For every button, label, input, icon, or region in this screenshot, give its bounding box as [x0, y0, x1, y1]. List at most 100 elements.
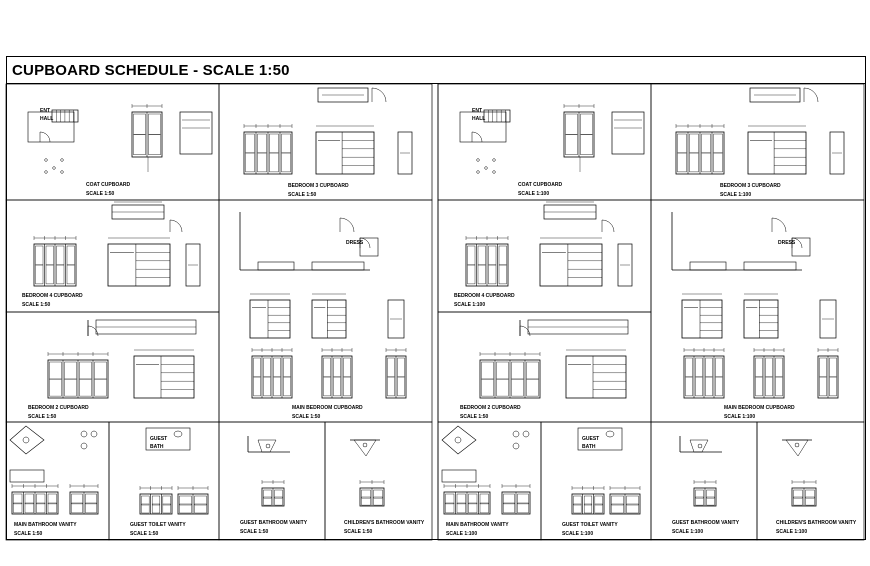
fixture-circle [22, 436, 30, 444]
main-bath-plan-counter [441, 469, 477, 483]
main-bath-vanity-title: MAIN BATHROOM VANITY [14, 522, 77, 528]
door-panel [79, 378, 92, 397]
guest-toilet-vanity-scale: SCALE 1:100 [562, 531, 594, 537]
main-bedroom-note-dress: DRESS [346, 240, 364, 246]
fixture-circle [794, 442, 800, 448]
door-panel [715, 376, 723, 397]
door-panel [755, 376, 763, 397]
door-swing-arc [471, 131, 483, 143]
door-panel [179, 495, 192, 506]
door-panel [755, 357, 763, 378]
bedroom4-cupboard-scale: SCALE 1:100 [454, 302, 486, 308]
guest-toilet-vanity-title: GUEST TOILET VANITY [130, 522, 186, 528]
bedroom4-section [539, 243, 603, 287]
door-panel [148, 134, 161, 155]
fixture-circle [697, 443, 703, 449]
title-band [6, 56, 866, 84]
door-panel [580, 113, 593, 135]
door-swing-arc [771, 217, 787, 233]
bedroom3-cupboard-scale: SCALE 1:50 [288, 192, 317, 198]
coat-cupboard-title: COAT CUPBOARD [518, 182, 563, 188]
door-swing-arc [39, 131, 51, 143]
bedroom3-plan [749, 87, 801, 103]
fixture-circle [362, 442, 368, 448]
bedroom3-cupboard-scale: SCALE 1:100 [720, 192, 752, 198]
childrens-bath-vanity-title: CHILDREN'S BATHROOM VANITY [776, 520, 857, 526]
door-panel [64, 378, 77, 397]
door-panel [49, 378, 62, 397]
door-panel [94, 361, 107, 380]
door-panel [151, 495, 161, 506]
coat-cupboard-scale: SCALE 1:100 [518, 191, 550, 197]
childrens-bath-vanity-scale: SCALE 1:50 [344, 529, 373, 535]
main-bedroom-cupboard-title: MAIN BEDROOM CUPBOARD [292, 405, 363, 411]
cupboard-side-view [387, 299, 405, 339]
bedroom2-cupboard-title: BEDROOM 2 CUPBOARD [460, 405, 521, 411]
guest-toilet-elevation-a [571, 493, 605, 515]
guest-toilet-note-guest: GUEST [582, 436, 600, 442]
door-panel [517, 502, 529, 514]
door-panel [689, 152, 699, 173]
door-swing-arc [169, 219, 183, 233]
door-panel [56, 245, 65, 266]
door-panel [85, 493, 97, 505]
bedroom3-plan [317, 87, 369, 103]
door-panel [361, 489, 371, 499]
door-panel [456, 493, 466, 505]
door-panel [281, 133, 291, 154]
coat-side-view [611, 111, 645, 155]
door-panel [626, 503, 639, 514]
door-swing-arc [371, 87, 387, 103]
door-panel [263, 376, 271, 397]
coat-side-view [179, 111, 213, 155]
door-panel [56, 264, 65, 285]
main-bed-section-a [681, 299, 723, 339]
main-bed-elevation-b [753, 355, 785, 399]
door-panel [706, 496, 715, 506]
door-panel [148, 113, 161, 135]
main-bed-dress-plan [359, 237, 379, 257]
door-panel [526, 378, 539, 397]
door-panel [141, 495, 150, 506]
door-panel [24, 502, 34, 514]
fixture-circle [512, 442, 520, 450]
bedroom3-cupboard-title: BEDROOM 3 CUPBOARD [720, 183, 781, 189]
panel-frame-main-bedroom [650, 199, 865, 423]
main-bath-plan-vanity [441, 425, 477, 455]
door-panel [274, 496, 283, 506]
door-panel [387, 376, 395, 397]
main-bed-elevation-b [321, 355, 353, 399]
door-panel [274, 489, 283, 499]
door-panel [343, 357, 351, 378]
door-panel [503, 493, 515, 505]
door-panel [793, 489, 803, 499]
door-panel [281, 152, 291, 173]
childrens-bath-vanity-title: CHILDREN'S BATHROOM VANITY [344, 520, 425, 526]
door-panel [477, 245, 486, 266]
cupboard-side-view [397, 131, 413, 175]
door-panel [253, 376, 261, 397]
door-panel [701, 133, 711, 154]
door-panel [573, 503, 582, 514]
door-panel [245, 133, 255, 154]
door-swing-arc [803, 87, 819, 103]
bedroom3-section [315, 131, 375, 175]
coat-note-ent: ENT [40, 108, 50, 114]
door-panel [498, 264, 507, 285]
door-panel [323, 357, 331, 378]
door-panel [517, 493, 529, 505]
door-panel [488, 264, 497, 285]
door-panel [481, 378, 494, 397]
bedroom4-section [107, 243, 171, 287]
door-panel [829, 376, 837, 397]
main-bed-section-b [743, 299, 779, 339]
fixture-circle [44, 170, 48, 174]
door-panel [85, 502, 97, 514]
door-panel [626, 495, 639, 506]
main-bedroom-note-dress: DRESS [778, 240, 796, 246]
guest-toilet-plan [577, 427, 623, 451]
door-panel [79, 361, 92, 380]
door-panel [701, 152, 711, 173]
door-panel [765, 357, 773, 378]
